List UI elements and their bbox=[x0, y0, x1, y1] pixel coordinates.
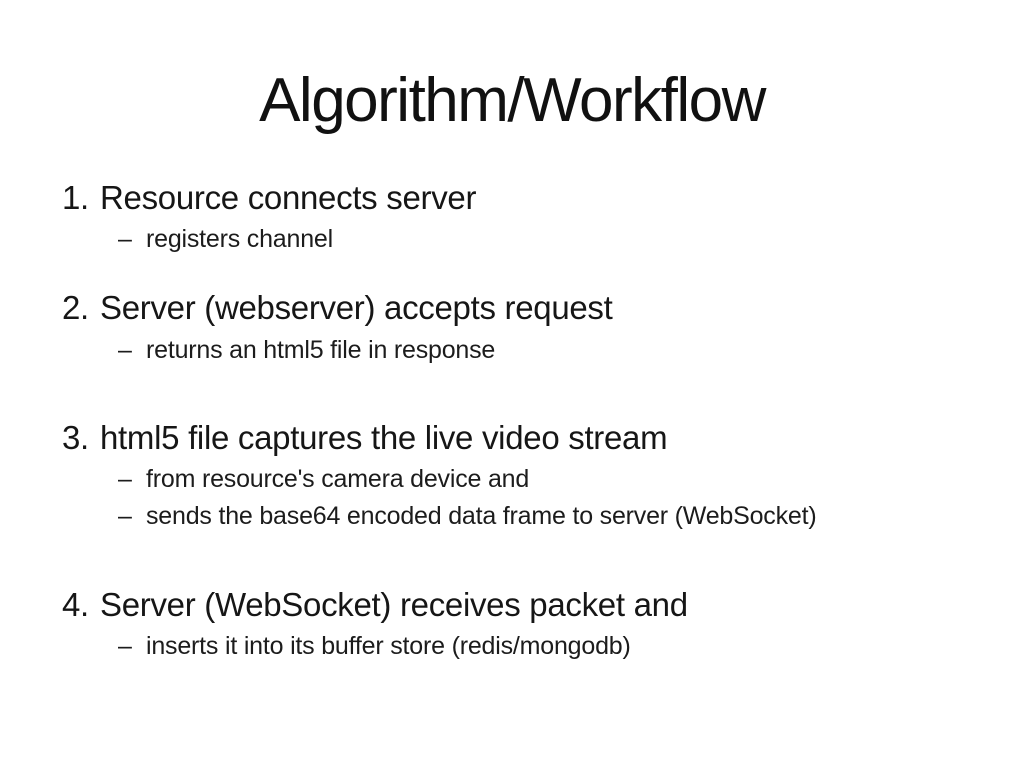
sub-bullet-3-1-text: from resource's camera device and bbox=[146, 465, 530, 493]
list-item-3-number: 3. bbox=[62, 419, 89, 456]
dash-bullet-icon: – bbox=[118, 632, 132, 660]
list-item-2-text: Server (webserver) accepts request bbox=[100, 289, 613, 326]
sub-bullet-2-1: –returns an html5 file in response bbox=[118, 338, 495, 363]
list-item-3-text: html5 file captures the live video strea… bbox=[100, 419, 668, 456]
dash-bullet-icon: – bbox=[118, 502, 132, 530]
sub-bullet-4-1: –inserts it into its buffer store (redis… bbox=[118, 634, 631, 659]
sub-bullet-3-1: –from resource's camera device and bbox=[118, 467, 529, 492]
dash-bullet-icon: – bbox=[118, 336, 132, 364]
sub-bullet-1-1-text: registers channel bbox=[146, 225, 333, 253]
list-item-4-number: 4. bbox=[62, 586, 89, 623]
list-item-3: 3. html5 file captures the live video str… bbox=[62, 419, 668, 456]
sub-bullet-1-1: –registers channel bbox=[118, 227, 333, 252]
sub-bullet-4-1-text: inserts it into its buffer store (redis/… bbox=[146, 632, 631, 660]
list-item-1: 1. Resource connects server bbox=[62, 181, 476, 214]
list-item-1-number: 1. bbox=[62, 179, 89, 216]
dash-bullet-icon: – bbox=[118, 465, 132, 493]
sub-bullet-3-2: –sends the base64 encoded data frame to … bbox=[118, 502, 817, 530]
slide-title: Algorithm/Workflow bbox=[259, 66, 766, 135]
list-item-2-number: 2. bbox=[62, 289, 89, 326]
dash-bullet-icon: – bbox=[118, 225, 132, 253]
list-item-1-text: Resource connects server bbox=[100, 179, 477, 216]
sub-bullet-3-2-text: sends the base64 encoded data frame to s… bbox=[146, 502, 817, 530]
sub-bullet-2-1-text: returns an html5 file in response bbox=[146, 336, 496, 364]
list-item-4-text: Server (WebSocket) receives packet and bbox=[100, 586, 688, 623]
list-item-4: 4. Server (WebSocket) receives packet and bbox=[62, 588, 688, 621]
list-item-2: 2. Server (webserver) accepts request bbox=[62, 291, 613, 324]
